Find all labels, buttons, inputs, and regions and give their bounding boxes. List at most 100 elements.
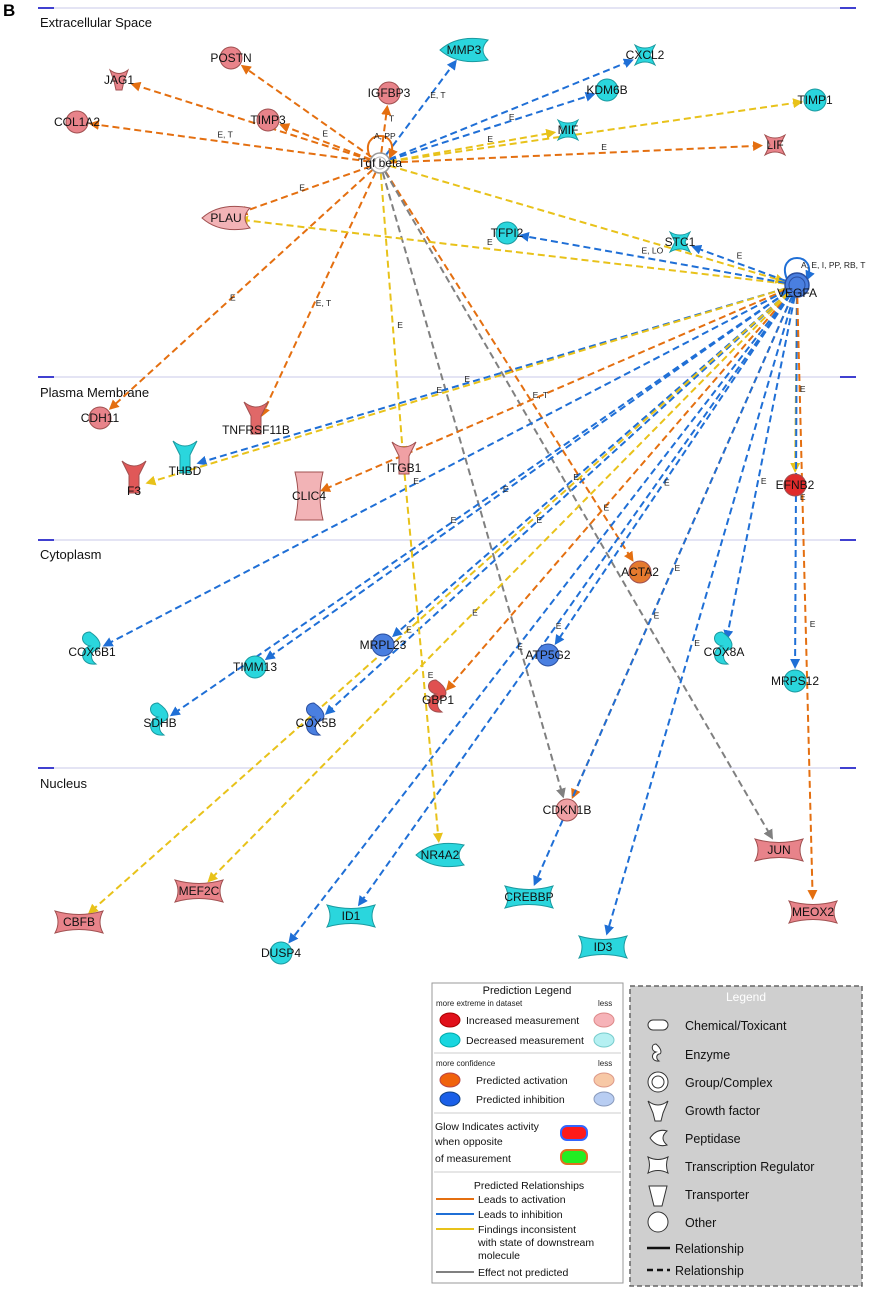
edge-label: E (604, 502, 610, 512)
edge-label: E, T (533, 390, 548, 400)
edge-label: E (428, 670, 434, 680)
chemical-icon (647, 1019, 669, 1031)
node-nr4a2[interactable]: NR4A2 (415, 842, 466, 868)
decreased-weak-swatch (593, 1032, 615, 1048)
node-atp5g2[interactable]: ATP5G2 (525, 643, 571, 667)
edge-label: E (406, 624, 412, 634)
node-cdkn1b[interactable]: CDKN1B (543, 798, 592, 822)
edge-label: E (487, 134, 493, 144)
glow-red-swatch (560, 1125, 588, 1141)
edge-tgfb-tnfrsf11b (260, 171, 377, 418)
node-thbd[interactable]: THBD (169, 440, 202, 478)
shape-legend-title: Legend (726, 990, 766, 1004)
node-tnfrsf11b[interactable]: TNFRSF11B (222, 401, 290, 437)
edge-label: E (230, 292, 236, 302)
node-f3[interactable]: F3 (121, 460, 147, 498)
node-label: SDHB (143, 716, 176, 730)
growth-factor-icon (647, 1100, 669, 1122)
node-label: COX6B1 (68, 645, 116, 659)
pred-activation-strong-swatch (439, 1072, 461, 1088)
edge-label: E (451, 515, 457, 525)
node-crebbp[interactable]: CREBBP (503, 885, 555, 909)
edge-tgfb-mif (389, 128, 557, 163)
node-acta2[interactable]: ACTA2 (621, 560, 659, 584)
edge-label: E (810, 619, 816, 629)
edge-label: E (413, 476, 419, 486)
node-mrpl23[interactable]: MRPL23 (360, 633, 407, 657)
node-label: IGFBP3 (368, 86, 411, 100)
edge-label: E (654, 611, 660, 621)
node-timm13[interactable]: TIMM13 (233, 655, 277, 679)
edge-label: E, T (217, 129, 232, 139)
self-loop-label: A, E, I, PP, RB, T (801, 260, 865, 270)
node-id3[interactable]: ID3 (577, 935, 629, 959)
node-gbp1[interactable]: GBP1 (422, 679, 454, 713)
edge-label: E (694, 638, 700, 648)
edge-label: E (601, 142, 607, 152)
node-efnb2[interactable]: EFNB2 (776, 473, 815, 497)
node-mef2c[interactable]: MEF2C (173, 879, 225, 903)
node-mmp3[interactable]: MMP3 (439, 37, 490, 63)
prediction-legend-title: Prediction Legend (483, 985, 572, 997)
node-tgfb[interactable]: Tgf beta (358, 152, 402, 174)
node-col1a2[interactable]: COL1A2 (54, 110, 100, 134)
node-cox8a[interactable]: COX8A (704, 631, 745, 665)
rel-inhibition-label: Leads to inhibition (478, 1209, 563, 1221)
node-label: MIF (558, 123, 579, 137)
node-cox6b1[interactable]: COX6B1 (68, 631, 116, 665)
node-label: LIF (766, 138, 783, 152)
node-jag1[interactable]: JAG1 (104, 68, 134, 91)
measurement-header: more extreme in dataset (436, 999, 523, 1008)
edge-label: E (397, 320, 403, 330)
edge-vegfa-tfpi2 (518, 231, 786, 284)
node-label: JUN (767, 843, 790, 857)
node-vegfa[interactable]: VEGFA (777, 272, 817, 300)
node-kdm6b[interactable]: KDM6B (586, 78, 628, 102)
edge-label: E (675, 563, 681, 573)
predicted-activation-label: Predicted activation (476, 1075, 568, 1087)
edge-label: E (322, 128, 328, 138)
node-label: PLAU (210, 211, 241, 225)
node-sdhb[interactable]: SDHB (143, 702, 177, 736)
node-clic4[interactable]: CLIC4 (292, 471, 326, 521)
edge-label: E (464, 374, 470, 384)
node-timp3[interactable]: TIMP3 (250, 108, 286, 132)
node-mif[interactable]: MIF (556, 118, 580, 142)
confidence-header: more confidence (436, 1059, 496, 1068)
node-jun[interactable]: JUN (753, 838, 805, 862)
edge-tgfb-postn (240, 64, 373, 159)
node-postn[interactable]: POSTN (210, 46, 252, 70)
node-meox2[interactable]: MEOX2 (787, 900, 839, 924)
node-tfpi2[interactable]: TFPI2 (491, 221, 524, 245)
region-label-extracellular: Extracellular Space (40, 15, 152, 30)
node-label: VEGFA (777, 286, 817, 300)
legend-transporter-label: Transporter (685, 1188, 749, 1202)
node-cxcl2[interactable]: CXCL2 (626, 43, 665, 67)
edge-vegfa-timm13 (264, 291, 788, 661)
node-plau[interactable]: PLAU (201, 205, 252, 231)
node-mrps12[interactable]: MRPS12 (771, 669, 819, 693)
edge-tgfb-timp3 (279, 123, 372, 161)
node-cdh11[interactable]: CDH11 (81, 406, 120, 430)
edge-vegfa-stc1 (691, 244, 787, 282)
edge-vegfa-cox8a (723, 296, 796, 641)
node-label: CBFB (63, 915, 95, 929)
prediction-legend: Prediction Legend more extreme in datase… (431, 982, 624, 1284)
node-cox5b[interactable]: COX5B (296, 702, 337, 736)
edge-label: E (573, 472, 579, 482)
node-itgb1[interactable]: ITGB1 (387, 441, 422, 475)
edge-tgfb-mmp3 (385, 59, 457, 156)
less-label-1: less (598, 999, 612, 1008)
node-igfbp3[interactable]: IGFBP3 (368, 81, 411, 105)
region-label-nucleus: Nucleus (40, 776, 87, 791)
node-cbfb[interactable]: CBFB (53, 910, 105, 934)
edge-vegfa-mrpl23 (392, 292, 789, 638)
node-timp1[interactable]: TIMP1 (797, 88, 833, 112)
node-dusp4[interactable]: DUSP4 (261, 941, 301, 965)
node-stc1[interactable]: STC1 (665, 230, 696, 254)
node-lif[interactable]: LIF (763, 133, 787, 157)
node-id1[interactable]: ID1 (325, 904, 377, 928)
